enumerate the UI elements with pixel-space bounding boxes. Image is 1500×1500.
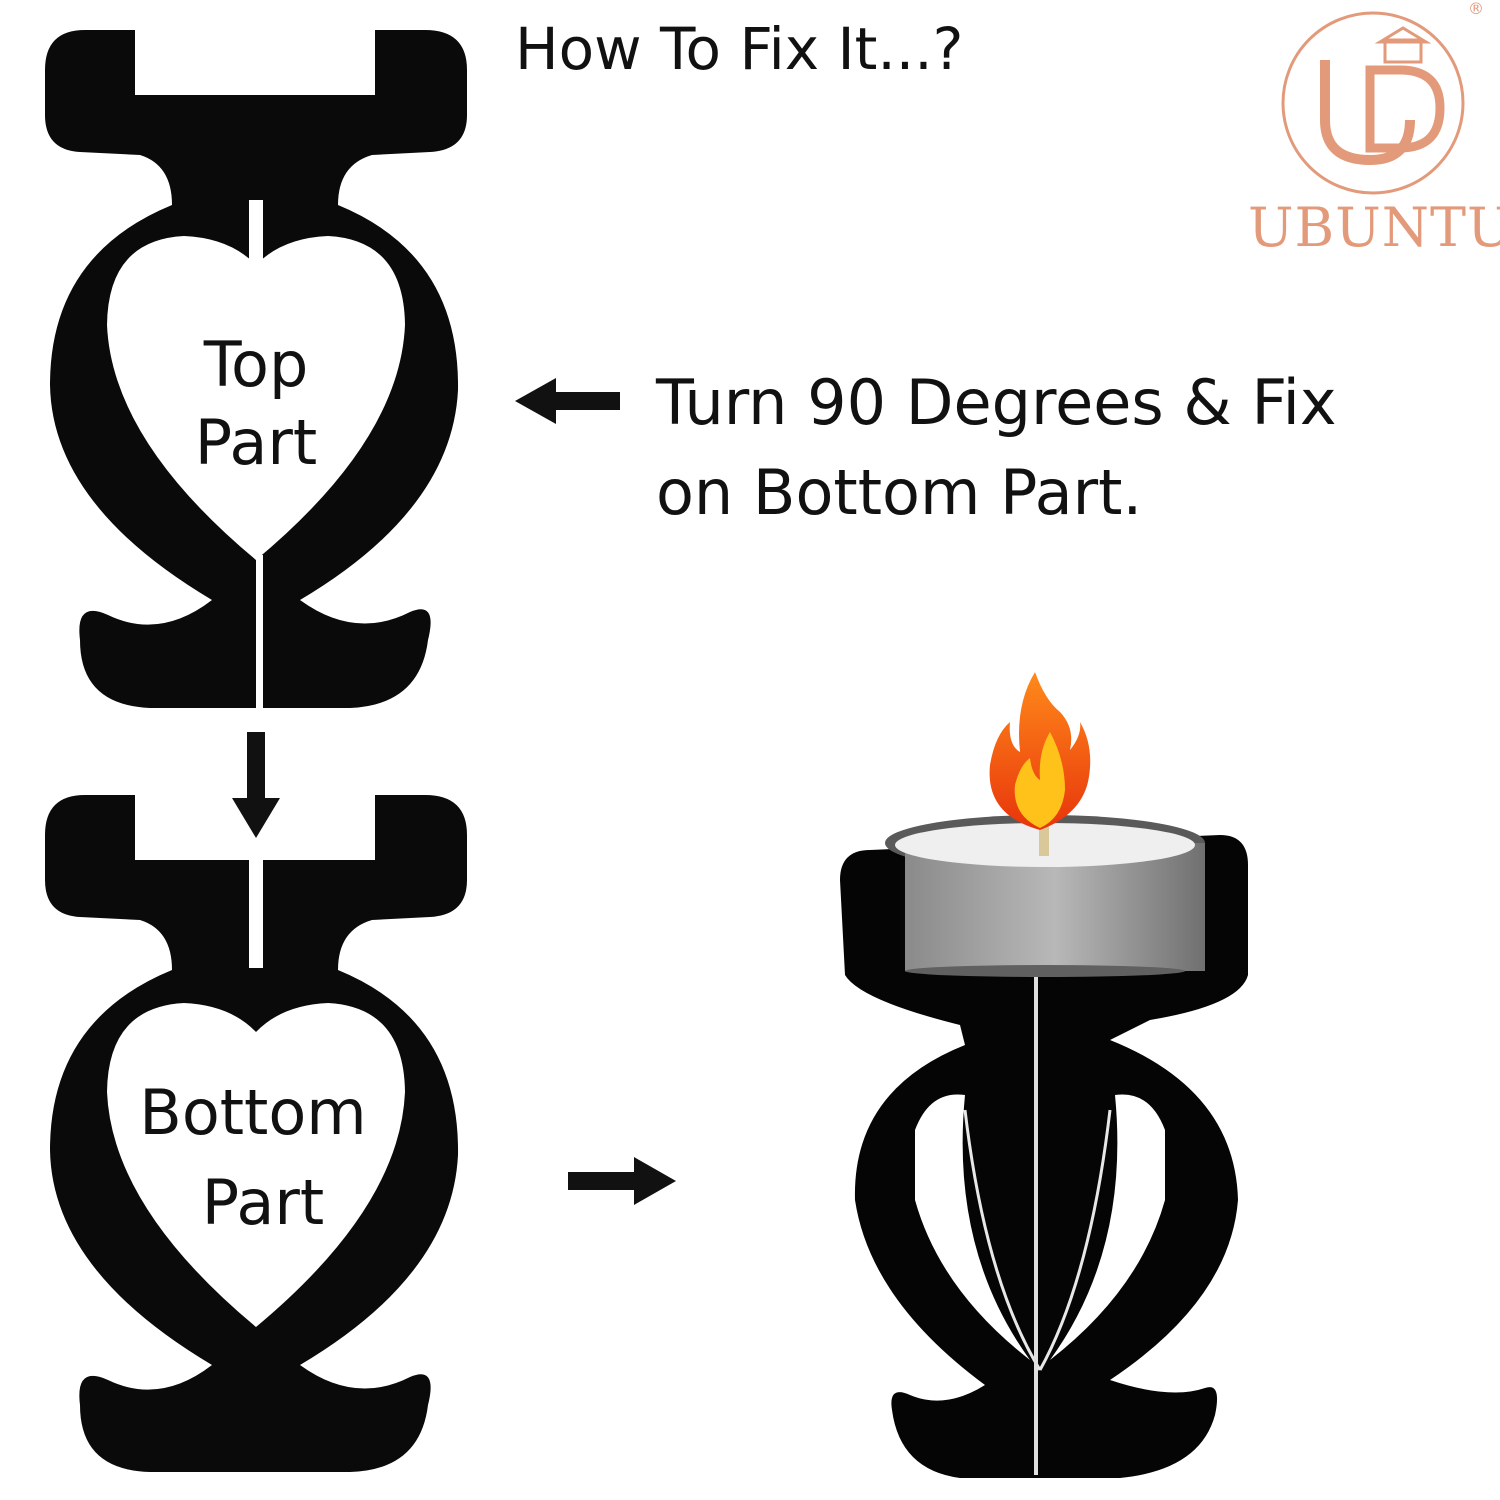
top-part-label-2: Part [194,406,318,479]
instruction-line-1: Turn 90 Degrees & Fix [656,366,1337,439]
arrow-left-icon [515,378,620,424]
arrow-right-icon [568,1157,676,1205]
assembled-holder [840,672,1248,1478]
bottom-piece [45,795,467,1472]
flame-icon [989,672,1091,830]
tealight-icon [885,815,1205,977]
instruction-line-2: on Bottom Part. [656,456,1143,529]
bottom-part-label-2: Part [201,1166,325,1239]
page-title: How To Fix It...? [515,15,964,83]
brand-name: UBUNTU [1248,196,1500,259]
registered-mark: ® [1468,0,1484,18]
bottom-part-label-1: Bottom [139,1076,367,1149]
brand-logo: ® [1281,0,1484,195]
arrow-down-icon [232,732,280,838]
top-piece [45,30,467,710]
top-part-label-1: Top [203,328,309,401]
